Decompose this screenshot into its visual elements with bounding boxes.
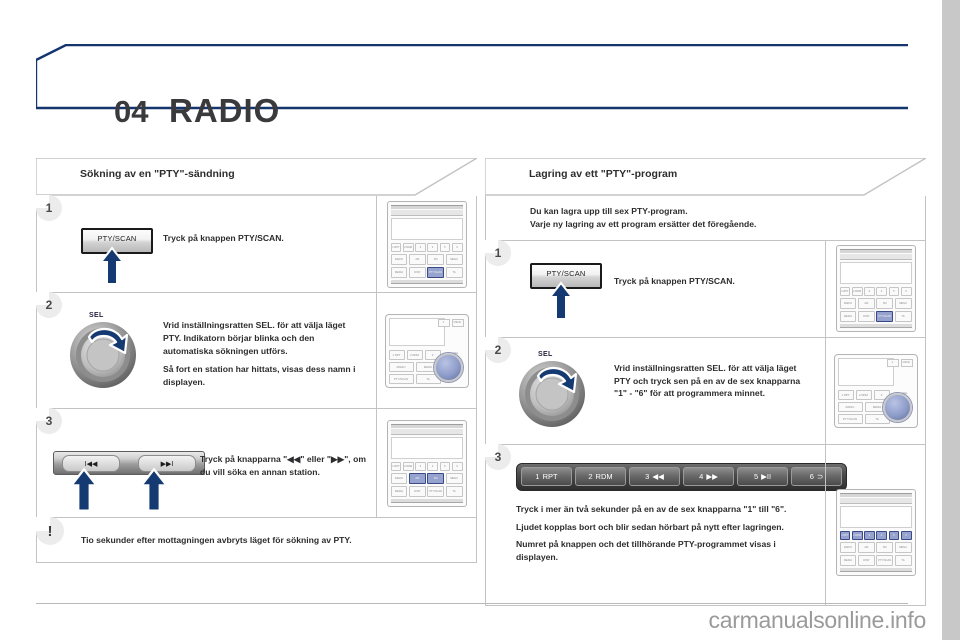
right-intro-line-1: Du kan lagra upp till sex PTY-program.	[530, 206, 688, 216]
seek-next-button[interactable]: ▶▶I	[138, 455, 196, 472]
right-column: Lagring av ett "PTY"-program Du kan lagr…	[485, 158, 926, 606]
right-intro: Du kan lagra upp till sex PTY-program. V…	[486, 196, 925, 241]
sel-knob-label: SEL	[89, 312, 104, 319]
seek-prev-button[interactable]: I◀◀	[62, 455, 120, 472]
preset-button-4[interactable]: 4 ▶▶	[683, 467, 734, 487]
left-step-1: 1 PTY/SCAN Tryck på knappen PTY/SCAN.	[36, 195, 476, 293]
left-step-1-text: Tryck på knappen PTY/SCAN.	[163, 233, 284, 243]
seek-buttons-strip[interactable]: I◀◀ ▶▶I	[53, 451, 205, 475]
step-badge: 1	[485, 239, 511, 266]
sel-dial-highlight	[433, 352, 463, 382]
sel-dial-label: SEL	[902, 390, 908, 395]
exclamation-icon: !	[36, 517, 64, 545]
preset-button-3[interactable]: 3 ◀◀	[629, 467, 680, 487]
step-badge: 2	[485, 336, 511, 363]
right-section-band	[485, 158, 926, 196]
sel-knob-label: SEL	[538, 350, 553, 358]
step-badge: 3	[36, 408, 62, 434]
right-steps-frame: Du kan lagra upp till sex PTY-program. V…	[485, 196, 926, 606]
right-step-3-text: Tryck i mer än två sekunder på en av de …	[516, 503, 787, 563]
right-section-header: Lagring av ett "PTY"-program	[485, 158, 926, 196]
pty-scan-button[interactable]: PTY/SCAN	[81, 228, 153, 254]
left-warning-note: ! Tio sekunder efter mottagningen avbryt…	[36, 517, 477, 563]
watermark: carmanualsonline.info	[708, 607, 927, 633]
left-column: Sökning av en "PTY"-sändning 1 PTY/SCAN	[36, 158, 477, 563]
chapter-rule	[36, 44, 908, 110]
chapter-number: 04	[114, 94, 149, 129]
left-section-band	[36, 158, 477, 196]
left-warning-text: Tio sekunder efter mottagningen avbryts …	[81, 534, 352, 545]
right-step-2: 2 SEL Vrid inställningsratten SEL	[485, 336, 925, 445]
right-intro-line-2: Varje ny lagring av ett program ersätter…	[530, 219, 757, 230]
chapter-title: RADIO	[169, 92, 281, 129]
sel-dial-highlight	[882, 392, 912, 422]
left-steps-frame: 1 PTY/SCAN Tryck på knappen PTY/SCAN.	[36, 195, 477, 518]
right-step-1-text: Tryck på knappen PTY/SCAN.	[614, 275, 735, 286]
chapter-header: 04 RADIO	[36, 44, 908, 129]
left-step-3-text: Tryck på knapparna "◀◀" eller "▶▶", om d…	[200, 454, 366, 477]
up-arrow-icon	[99, 246, 125, 286]
right-section-title: Lagring av ett "PTY"-program	[529, 168, 678, 180]
footer-divider	[36, 603, 908, 604]
right-step-1: 1 PTY/SCAN Tryck på knappen PTY/SCAN.	[485, 239, 925, 338]
up-arrow-icon	[69, 467, 99, 512]
preset-button-2[interactable]: 2 RDM	[575, 467, 626, 487]
left-section-title: Sökning av en "PTY"-sändning	[80, 168, 235, 180]
right-step-3: 3 1 RPT 2 RDM 3 ◀◀	[485, 443, 925, 605]
left-section-header: Sökning av en "PTY"-sändning	[36, 158, 477, 196]
left-step-2-text: Vrid inställningsratten SEL. för att väl…	[163, 320, 356, 387]
sel-dial-label: SEL	[453, 350, 459, 355]
right-step-2-text: Vrid inställningsratten SEL. för att väl…	[614, 362, 801, 399]
step-badge: 1	[36, 195, 62, 221]
up-arrow-icon	[548, 281, 574, 321]
left-step-3: 3 I◀◀ ▶▶I	[36, 408, 476, 517]
page-edge-strip	[942, 0, 960, 640]
preset-button-6[interactable]: 6 ⊃	[791, 467, 842, 487]
sel-knob[interactable]: SEL	[514, 350, 590, 430]
up-arrow-icon	[139, 467, 169, 512]
step-badge: 2	[36, 292, 62, 318]
preset-button-1[interactable]: 1 RPT	[521, 467, 572, 487]
preset-buttons-bar[interactable]: 1 RPT 2 RDM 3 ◀◀ 4 ▶▶	[516, 462, 847, 491]
preset-button-5[interactable]: 5 ▶II	[737, 467, 788, 487]
left-step-2: 2 SEL	[36, 292, 476, 409]
step-badge: 3	[485, 443, 511, 470]
pty-scan-button[interactable]: PTY/SCAN	[530, 262, 602, 289]
sel-knob[interactable]: SEL	[65, 312, 141, 391]
